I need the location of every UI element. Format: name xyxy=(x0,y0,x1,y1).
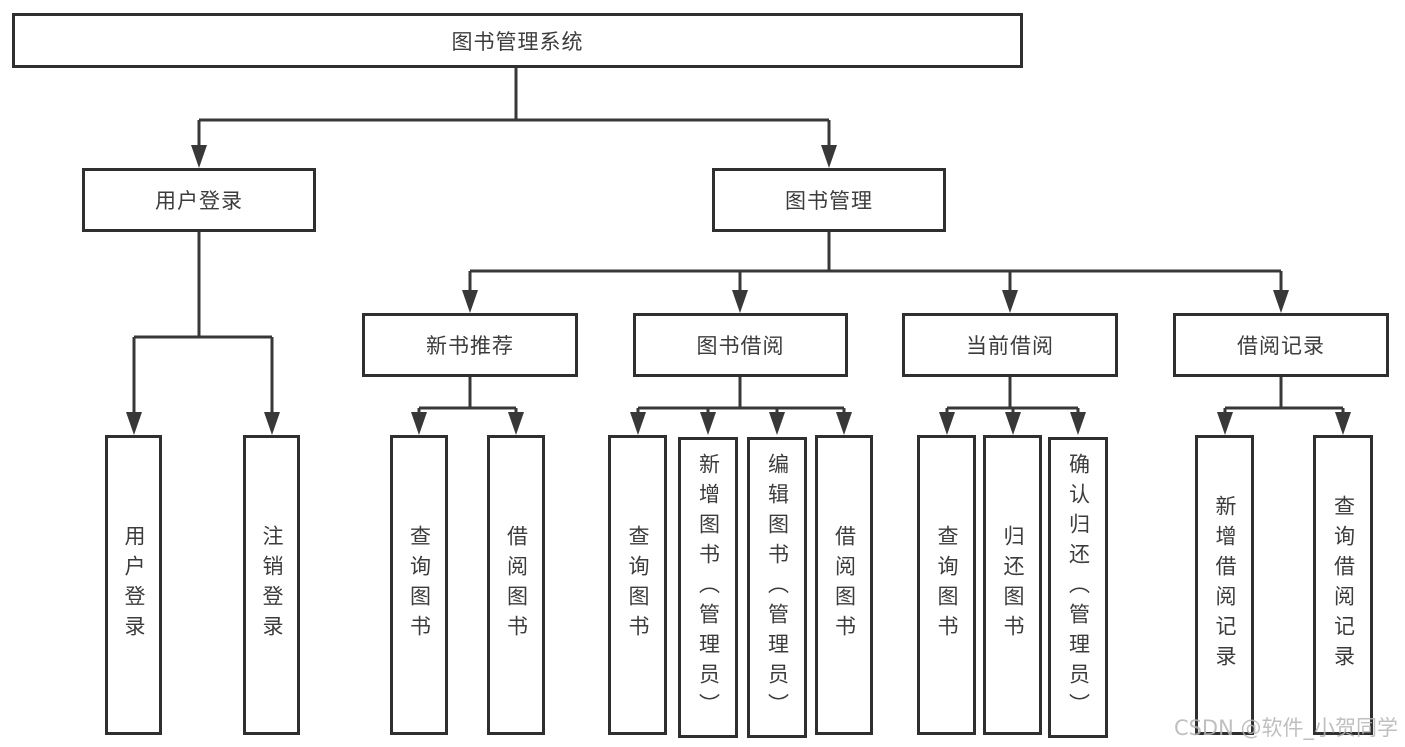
leaf-current-return-book: 归还图书 xyxy=(983,435,1042,735)
leaf-current-query-book-label: 查询图书 xyxy=(935,525,959,645)
node-current-borrow: 当前借阅 xyxy=(902,313,1118,377)
node-new-book-recommend-label: 新书推荐 xyxy=(426,334,514,358)
leaf-current-return-book-label: 归还图书 xyxy=(1001,525,1025,645)
arrow-down-icon xyxy=(821,145,837,168)
arrow-down-icon xyxy=(1335,412,1351,435)
leaf-record-query-label: 查询借阅记录 xyxy=(1331,495,1356,675)
node-root-label: 图书管理系统 xyxy=(451,29,584,54)
arrow-down-icon xyxy=(700,412,716,435)
arrow-down-icon xyxy=(732,290,748,313)
leaf-record-add-label: 新增借阅记录 xyxy=(1213,495,1237,675)
leaf-borrow-edit-book-admin: 编辑图书（管理员） xyxy=(747,437,807,738)
leaf-borrow-add-book-admin: 新增图书（管理员） xyxy=(678,437,738,738)
node-user-login-label: 用户登录 xyxy=(155,189,243,213)
csdn-watermark: CSDN @软件_小贺同学 xyxy=(1173,716,1398,740)
arrow-down-icon xyxy=(462,290,478,313)
leaf-user-login-label: 用户登录 xyxy=(122,525,146,645)
connector-book-borrow-to-leaves xyxy=(630,377,852,435)
leaf-new-book-query: 查询图书 xyxy=(390,435,448,735)
leaf-borrow-add-book-admin-label: 新增图书（管理员） xyxy=(696,452,721,723)
arrow-down-icon xyxy=(1070,412,1086,435)
arrow-down-icon xyxy=(1002,290,1018,313)
node-borrow-records: 借阅记录 xyxy=(1173,313,1389,377)
arrow-down-icon xyxy=(508,412,524,435)
arrow-down-icon xyxy=(630,412,646,435)
arrow-down-icon xyxy=(191,145,207,168)
node-book-management: 图书管理 xyxy=(712,168,946,232)
leaf-borrow-query-book: 查询图书 xyxy=(608,435,667,735)
connector-book-management-to-level3 xyxy=(462,232,1289,313)
arrow-down-icon xyxy=(1217,412,1233,435)
leaf-current-confirm-return-admin: 确认归还（管理员） xyxy=(1048,437,1108,738)
node-book-borrow: 图书借阅 xyxy=(633,313,848,377)
connector-borrow-records-to-leaves xyxy=(1217,377,1351,435)
connector-new-book-to-leaves xyxy=(411,377,524,435)
leaf-logout: 注销登录 xyxy=(243,435,300,735)
leaf-user-login: 用户登录 xyxy=(105,435,162,735)
arrow-down-icon xyxy=(1005,412,1021,435)
leaf-borrow-borrow-book-label: 借阅图书 xyxy=(832,525,857,645)
leaf-record-query: 查询借阅记录 xyxy=(1313,435,1373,735)
arrow-down-icon xyxy=(411,412,427,435)
leaf-new-book-borrow: 借阅图书 xyxy=(487,435,545,735)
arrow-down-icon xyxy=(939,412,955,435)
leaf-record-add: 新增借阅记录 xyxy=(1195,435,1254,735)
leaf-new-book-query-label: 查询图书 xyxy=(407,525,432,645)
node-new-book-recommend: 新书推荐 xyxy=(362,313,578,377)
arrow-down-icon xyxy=(264,412,280,435)
leaf-borrow-edit-book-admin-label: 编辑图书（管理员） xyxy=(765,452,790,723)
node-borrow-records-label: 借阅记录 xyxy=(1237,334,1325,358)
connector-current-borrow-to-leaves xyxy=(939,377,1086,435)
leaf-logout-label: 注销登录 xyxy=(260,525,284,645)
connector-root-to-level2 xyxy=(191,68,837,168)
node-book-borrow-label: 图书借阅 xyxy=(696,334,785,358)
arrow-down-icon xyxy=(126,412,142,435)
node-book-management-label: 图书管理 xyxy=(785,189,873,213)
arrow-down-icon xyxy=(1273,290,1289,313)
connector-user-login-to-leaves xyxy=(126,232,280,435)
leaf-borrow-query-book-label: 查询图书 xyxy=(626,525,650,645)
leaf-borrow-borrow-book: 借阅图书 xyxy=(815,435,873,735)
leaf-new-book-borrow-label: 借阅图书 xyxy=(504,525,529,645)
arrow-down-icon xyxy=(769,412,785,435)
leaf-current-query-book: 查询图书 xyxy=(917,435,976,735)
node-current-borrow-label: 当前借阅 xyxy=(966,334,1054,358)
node-root: 图书管理系统 xyxy=(12,13,1023,68)
leaf-current-confirm-return-admin-label: 确认归还（管理员） xyxy=(1066,452,1091,723)
arrow-down-icon xyxy=(836,412,852,435)
node-user-login: 用户登录 xyxy=(82,168,316,232)
